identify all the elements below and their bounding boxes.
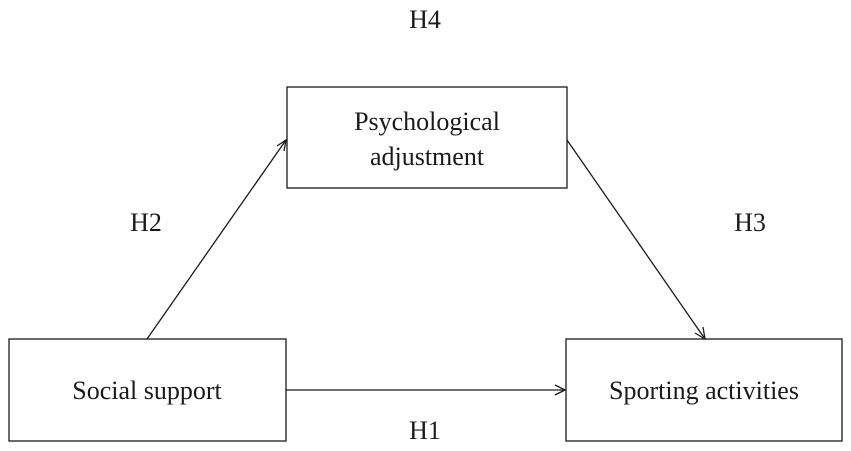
edge-h1-arrow <box>286 384 567 396</box>
node-sporting-activities-label: Sporting activities <box>609 376 799 405</box>
edge-h2-arrowhead <box>276 138 287 152</box>
edge-h2-line <box>146 139 287 340</box>
node-sporting-activities: Sporting activities <box>565 338 843 442</box>
node-psychological-adjustment-line2: adjustment <box>370 142 485 171</box>
node-sporting-activities-box <box>565 338 843 442</box>
node-psychological-adjustment-box <box>286 86 568 189</box>
edge-h1-arrowhead <box>554 384 567 396</box>
edge-h3-line <box>566 139 706 340</box>
edge-h2-arrow <box>146 138 287 340</box>
node-psychological-adjustment: Psychological adjustment <box>286 86 568 189</box>
hypothesis-h4-label: H4 <box>409 5 441 34</box>
node-social-support-label: Social support <box>72 376 222 405</box>
node-social-support-box <box>8 338 287 442</box>
hypothesis-h1-label: H1 <box>409 416 441 445</box>
node-social-support: Social support <box>8 338 287 442</box>
edge-h3-arrowhead <box>694 326 706 341</box>
hypothesis-h2-label: H2 <box>130 208 162 237</box>
edge-h3-arrow <box>566 139 706 341</box>
hypothesis-h3-label: H3 <box>734 208 766 237</box>
node-psychological-adjustment-line1: Psychological <box>354 107 500 136</box>
